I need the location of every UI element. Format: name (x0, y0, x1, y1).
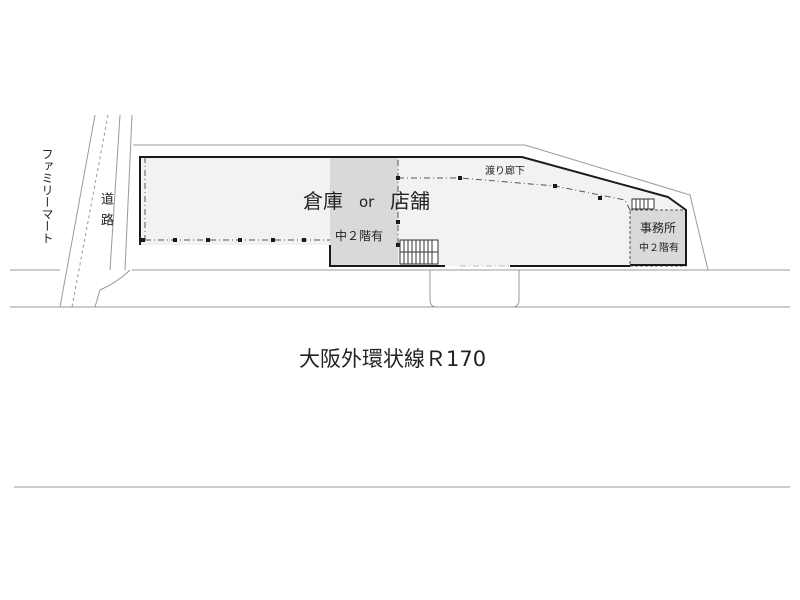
main-area-or: or (359, 193, 375, 211)
main-area-label: 倉庫 (303, 189, 343, 213)
front-wall (329, 245, 445, 267)
office-area (629, 209, 687, 267)
office-mezzanine-label: 中２階有 (639, 241, 679, 254)
lot-outline (133, 144, 709, 271)
convenience-store-label: ファミリーマート (40, 148, 54, 244)
building-walls (139, 156, 687, 266)
main-area-alt-label: 店舗 (390, 189, 430, 213)
highway-label: 大阪外環状線Ｒ170 (299, 347, 486, 371)
building-footprint (140, 157, 686, 266)
office-staircase (631, 198, 655, 210)
mezzanine-label: 中２階有 (335, 228, 383, 243)
office-label: 事務所 (640, 221, 676, 235)
main-staircase (399, 239, 439, 265)
corridor-label: 渡り廊下 (485, 164, 525, 177)
side-road (59, 114, 133, 308)
side-road-label: 道路 (98, 192, 113, 234)
column-posts (141, 176, 602, 247)
mezzanine-area (330, 157, 398, 266)
road-lines (10, 269, 790, 488)
